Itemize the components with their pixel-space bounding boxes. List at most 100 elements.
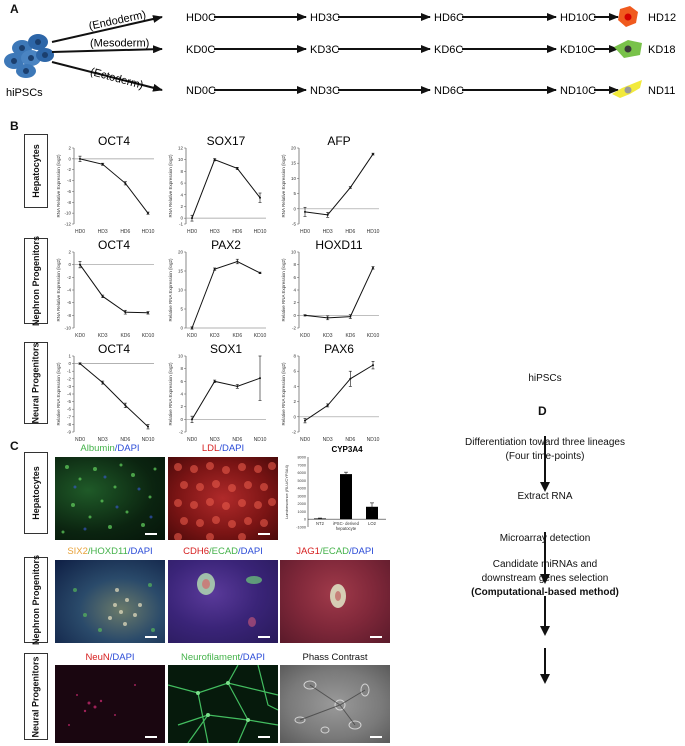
x-tick-label: KD0 xyxy=(75,333,85,339)
y-tick-label: 1 xyxy=(68,354,71,359)
y-tick-label: -5 xyxy=(67,399,71,404)
y-tick-label: 2 xyxy=(180,404,183,409)
x-tick-label: HD0 xyxy=(300,229,310,235)
series-line xyxy=(191,377,261,420)
title-part: Neurofilament xyxy=(181,652,241,663)
title-part: NeuN xyxy=(85,652,110,663)
scale-bar xyxy=(145,636,157,638)
chart-title: SOX17 xyxy=(207,134,246,148)
y-tick-label: -4 xyxy=(67,178,71,183)
y-tick-label: 2 xyxy=(180,204,183,209)
y-tick-label: -8 xyxy=(67,313,71,318)
data-point xyxy=(304,314,306,317)
data-point xyxy=(191,418,193,421)
y-tick-label: -2 xyxy=(292,430,296,435)
bar xyxy=(340,474,352,520)
x-tick-label: KD3 xyxy=(210,333,220,339)
y-tick-label: 6 xyxy=(180,379,183,384)
title-part: /DAPI xyxy=(109,652,135,663)
neurofilament-stain-pattern xyxy=(168,665,278,743)
title-part: /DAPI xyxy=(127,546,153,557)
micro-title-neun: NeuN/DAPI xyxy=(55,652,165,663)
stage-node: KD6C xyxy=(434,44,463,56)
y-tick-label: 5 xyxy=(180,307,183,312)
x-tick-label: KD3 xyxy=(98,333,108,339)
b-row-label-neural: Neural Progenitors xyxy=(24,342,48,424)
x-tick-label: ND10 xyxy=(254,437,267,443)
y-tick-label: 0 xyxy=(68,156,71,161)
y-tick-label: 2 xyxy=(68,250,71,255)
data-point xyxy=(349,377,352,380)
x-tick-label: KD6 xyxy=(120,333,130,339)
data-point xyxy=(124,182,127,185)
title-part: /DAPI xyxy=(240,652,265,663)
c-row-label-neural: Neural Progenitors xyxy=(24,653,48,740)
scale-bar xyxy=(145,533,157,535)
stage-node: HD0C xyxy=(186,12,216,24)
data-point xyxy=(79,362,81,365)
panel-c-letter: C xyxy=(10,439,19,453)
x-tick-label: iPSC- derived xyxy=(333,521,360,526)
c-row-label-hepatocytes: Hepatocytes xyxy=(24,452,48,534)
series-line xyxy=(79,363,149,428)
y-axis-label: Relative RNA Expression (log2) xyxy=(168,258,173,322)
data-point xyxy=(259,271,261,274)
micrograph-cdh6-ecad-dapi xyxy=(168,560,278,643)
data-point xyxy=(124,404,127,407)
data-point xyxy=(213,268,216,271)
cell-type-label: ND11 xyxy=(648,85,675,97)
x-tick-label: KD6 xyxy=(345,333,355,339)
title-part: /DAPI xyxy=(114,443,140,454)
x-tick-label: ND0 xyxy=(187,437,197,443)
data-point xyxy=(372,266,374,269)
x-tick-label: HD6 xyxy=(120,229,130,235)
x-tick-label: ND3 xyxy=(98,437,108,443)
chart-title: HOXD11 xyxy=(315,238,362,252)
y-tick-label: 10 xyxy=(291,250,297,255)
micrograph-neurofilament-dapi xyxy=(168,665,278,743)
differentiated-cell-icon xyxy=(614,40,642,58)
scale-bar xyxy=(370,736,382,738)
series-line xyxy=(191,260,261,329)
stage-node: KD10C xyxy=(560,44,596,56)
y-tick-label: 6000 xyxy=(298,471,306,475)
data-point xyxy=(236,385,239,388)
title-part: LDL xyxy=(201,443,220,454)
scale-bar xyxy=(258,736,270,738)
data-point xyxy=(372,364,374,367)
micro-title-cdh6-ecad: CDH6/ECAD/DAPI xyxy=(168,546,278,557)
y-tick-label: 20 xyxy=(291,146,297,151)
data-point xyxy=(101,163,104,166)
panel-a-letter: A xyxy=(10,2,19,16)
y-axis-label: Relative RNA Expression (log2) xyxy=(281,362,286,426)
x-tick-label: ND6 xyxy=(232,437,242,443)
title-part: Phass Contrast xyxy=(302,652,368,663)
stage-node: ND3C xyxy=(310,85,340,97)
y-tick-label: 0 xyxy=(180,326,183,331)
y-tick-label: 20 xyxy=(178,250,184,255)
y-tick-label: 10 xyxy=(178,354,184,359)
y-tick-label: -2 xyxy=(179,430,183,435)
data-point xyxy=(191,327,193,329)
data-point xyxy=(349,315,352,318)
x-tick-label: HD3 xyxy=(98,229,108,235)
y-tick-label: -6 xyxy=(67,300,71,305)
x-tick-label: HD10 xyxy=(142,229,155,235)
y-tick-label: 0 xyxy=(68,262,71,267)
c-row-label-nephron: Nephron Progenitors xyxy=(24,555,48,645)
branch-arrow xyxy=(51,61,163,92)
y-axis-label: Luminescence (RLU/CYP3A4) xyxy=(284,464,289,519)
y-tick-label: 4 xyxy=(180,192,183,197)
x-tick-label: KD0 xyxy=(300,333,310,339)
y-tick-label: 15 xyxy=(178,269,184,274)
y-tick-label: 12 xyxy=(178,146,184,151)
title-part: CDH6 xyxy=(183,546,209,557)
stage-node: HD10C xyxy=(560,12,596,24)
y-tick-label: -2 xyxy=(292,326,296,331)
y-tick-label: -1 xyxy=(179,222,183,227)
series-line xyxy=(304,153,374,216)
